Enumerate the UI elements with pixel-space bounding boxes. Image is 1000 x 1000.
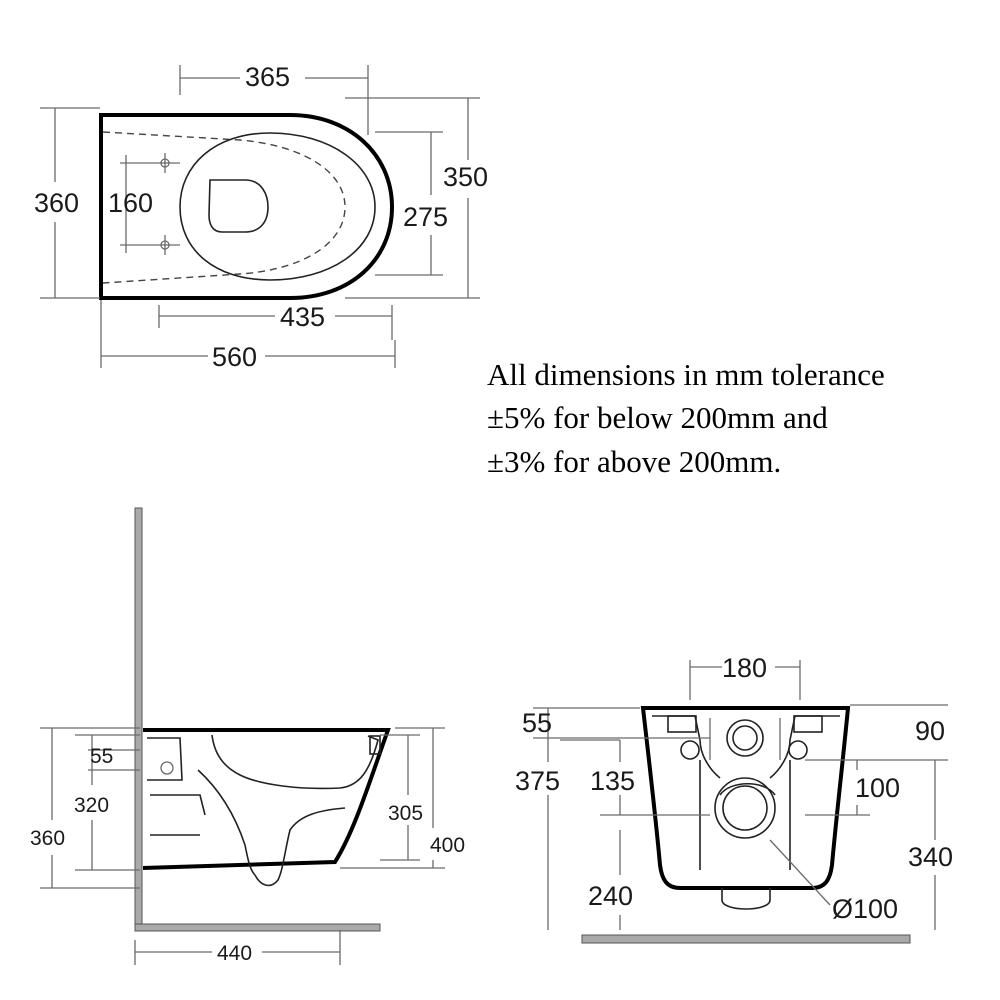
side-view: 55 320 360 305 400 440: [30, 507, 465, 965]
top-dim-275-line: [375, 131, 443, 276]
front-view-fixing-hole-left: [680, 740, 700, 760]
side-view-trap: [254, 807, 346, 887]
front-dim-lines: [533, 660, 948, 930]
top-dim-365: 365: [245, 62, 290, 92]
side-dim-360: 360: [30, 827, 65, 850]
top-view: 365 360 160 350 275: [34, 62, 488, 372]
front-view-floor: [581, 934, 911, 944]
side-dim-400: 400: [430, 834, 465, 857]
side-view-fixing-hole: [160, 761, 174, 775]
top-dim-360-line: [40, 107, 100, 299]
front-dim-180: 180: [722, 653, 767, 683]
side-view-wall: [134, 507, 143, 932]
note-line-2: ±5% for below 200mm and: [487, 400, 828, 435]
front-view: 180 55 90 375 135 100 340 240 Ø100: [515, 653, 953, 944]
top-dim-560: 560: [212, 342, 257, 372]
top-dim-435-line: [158, 305, 393, 340]
side-view-inlet: [147, 737, 206, 836]
note-line-1: All dimensions in mm tolerance: [487, 357, 885, 392]
top-dim-560-line: [100, 300, 396, 368]
front-dim-340: 340: [908, 842, 953, 872]
front-dim-90: 90: [915, 716, 945, 746]
top-dim-275: 275: [403, 202, 448, 232]
top-view-rim-dashed: [102, 131, 346, 284]
front-view-slot-left: [667, 715, 697, 733]
tolerance-note: All dimensions in mm tolerance ±5% for b…: [487, 357, 885, 479]
side-view-pan-outline: [142, 728, 391, 870]
front-dim-55: 55: [522, 708, 552, 738]
top-view-fixing-holes: [120, 153, 180, 255]
top-view-outline: [99, 113, 395, 300]
front-dim-100: 100: [855, 773, 900, 803]
front-view-flush-inlet: [726, 719, 764, 757]
top-dim-435: 435: [280, 302, 325, 332]
side-view-bowl-inner: [197, 734, 379, 876]
side-dim-440: 440: [217, 942, 252, 965]
top-dim-350-line: [345, 97, 480, 299]
front-view-waste-outlet: [714, 777, 776, 839]
front-view-flush-inlet-inner: [732, 725, 758, 751]
side-view-rim-cap: [369, 735, 381, 755]
front-view-outline: [640, 706, 851, 890]
front-dim-135: 135: [590, 766, 635, 796]
side-dim-lines: [40, 727, 445, 965]
top-view-bowl-opening: [208, 179, 269, 233]
front-dim-240: 240: [588, 881, 633, 911]
front-dim-diameter-100: Ø100: [832, 894, 898, 924]
top-view-seat-ring: [179, 132, 376, 281]
side-dim-305: 305: [388, 802, 423, 825]
side-view-floor: [134, 923, 381, 932]
front-view-outlet-spigot: [721, 888, 771, 910]
front-view-fixing-hole-right: [788, 740, 808, 760]
front-view-slot-right: [793, 715, 823, 733]
note-line-3: ±3% for above 200mm.: [487, 444, 781, 479]
top-dim-365-line: [179, 65, 369, 135]
side-dim-320: 320: [74, 794, 109, 817]
front-view-inner-bowl: [652, 715, 840, 870]
side-dim-55: 55: [90, 745, 113, 768]
front-dim-375: 375: [515, 766, 560, 796]
front-view-waste-outlet-inner: [722, 785, 768, 831]
top-dim-160: 160: [108, 188, 153, 218]
top-dim-350: 350: [443, 162, 488, 192]
top-dim-360: 360: [34, 188, 79, 218]
